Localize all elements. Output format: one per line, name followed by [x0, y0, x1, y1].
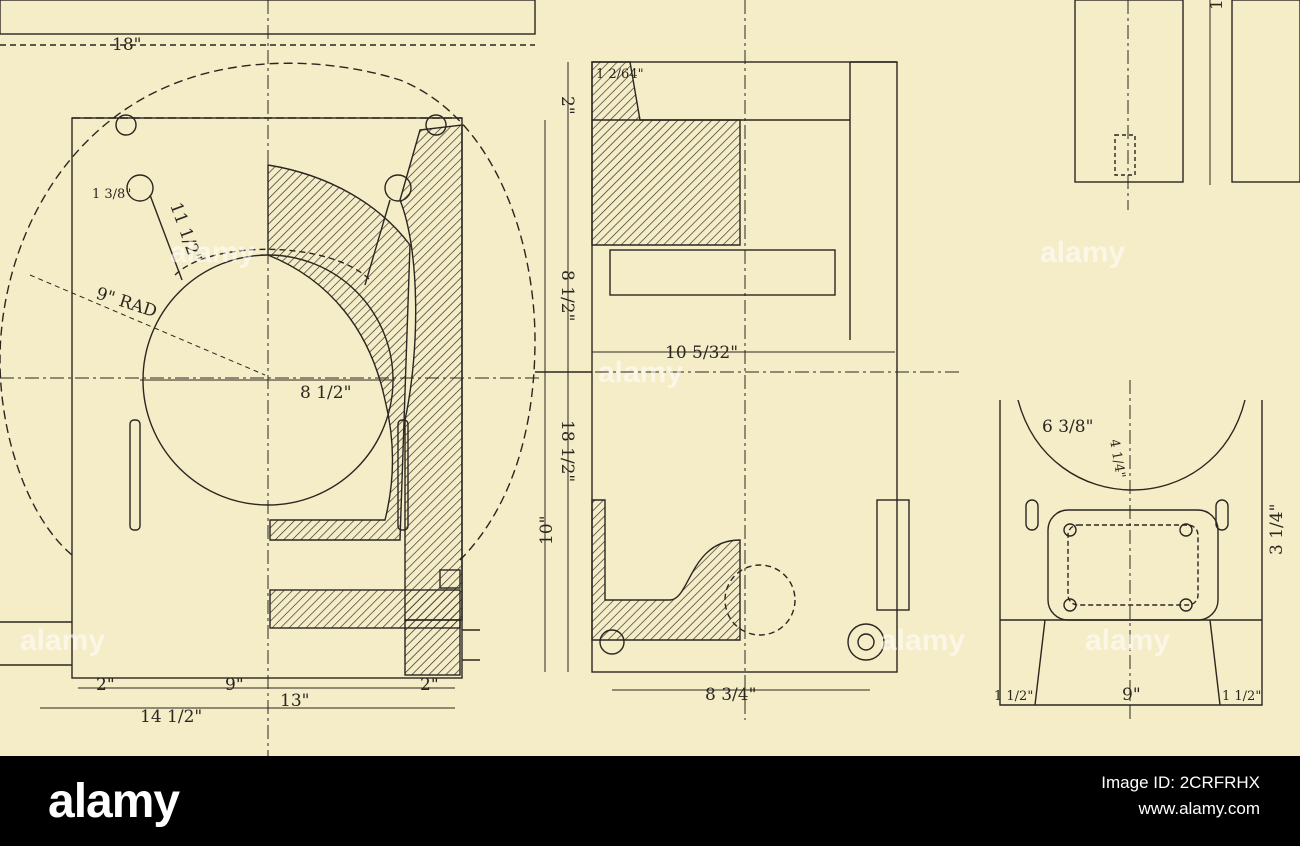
- dim-side-top-2: 2": [557, 96, 577, 115]
- dim-small-radius: 1 3/8": [92, 187, 131, 202]
- image-id-block: Image ID: 2CRFRHX www.alamy.com: [1101, 770, 1260, 822]
- site-url[interactable]: www.alamy.com: [1138, 799, 1260, 818]
- side-hatch-top: [591, 61, 741, 246]
- dim-right-6: 6 3/8": [1042, 417, 1093, 437]
- housing-outline-arc: [0, 62, 536, 561]
- brand-logo[interactable]: alamy: [48, 775, 180, 828]
- top-right-fragment: [1074, 0, 1300, 210]
- dim-top-width: 18": [112, 35, 141, 55]
- dim-bottom-9: 9": [225, 675, 244, 695]
- watermark-4: alamy: [20, 624, 105, 657]
- drawing-canvas: 18" 9" RAD 1 3/8" 11 1/2" 8 1/2" 2" 9" 1…: [0, 0, 1300, 756]
- dim-bottom-13: 13": [280, 691, 309, 711]
- watermark-5: alamy: [880, 624, 965, 657]
- dim-side-8half: 8 1/2": [557, 270, 577, 321]
- dim-right-right-half: 1 1/2": [1222, 689, 1261, 704]
- watermark-2: alamy: [598, 356, 683, 389]
- hatched-section-right: [399, 124, 463, 621]
- dim-radius: 9" RAD: [93, 284, 159, 322]
- bearing-view: [999, 380, 1263, 720]
- front-view: [0, 0, 540, 756]
- hatched-section-upper: [267, 164, 411, 541]
- stock-footer: alamy Image ID: 2CRFRHX www.alamy.com: [0, 756, 1300, 846]
- dim-top-right-16: 16: [1207, 0, 1227, 10]
- dim-right-4: 4 1/4": [1106, 438, 1128, 479]
- dim-side-width: 10 5/32": [665, 343, 738, 363]
- bearing-outline: [999, 400, 1263, 706]
- engineering-drawing: 18" 9" RAD 1 3/8" 11 1/2" 8 1/2" 2" 9" 1…: [0, 0, 1300, 756]
- dim-right-9: 9": [1122, 685, 1141, 705]
- side-view: [535, 0, 960, 720]
- watermark-3: alamy: [1040, 236, 1125, 269]
- dim-side-bottom: 8 3/4": [705, 685, 756, 705]
- image-id: Image ID: 2CRFRHX: [1101, 773, 1260, 792]
- dim-bottom-left-2: 2": [96, 675, 115, 695]
- watermarks: alamy alamy alamy alamy alamy alamy: [20, 236, 1170, 657]
- watermark-1: alamy: [170, 236, 255, 269]
- dim-side-10: 10": [537, 516, 557, 545]
- dim-right-left-half: 1 1/2": [994, 689, 1033, 704]
- dim-right-3: 3 1/4": [1267, 504, 1287, 555]
- dim-side-18half: 18 1/2": [557, 420, 577, 482]
- watermark-6: alamy: [1085, 624, 1170, 657]
- dim-bottom-right-2: 2": [420, 675, 439, 695]
- dim-bottom-14: 14 1/2": [140, 707, 202, 727]
- dim-side-notch: 1 2/64": [596, 67, 644, 82]
- side-hatch-bottom: [591, 499, 741, 641]
- dim-bore: 8 1/2": [300, 383, 351, 403]
